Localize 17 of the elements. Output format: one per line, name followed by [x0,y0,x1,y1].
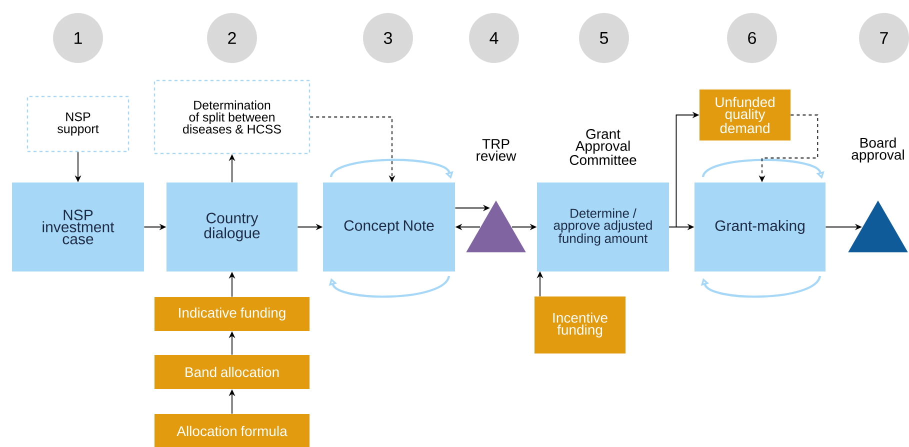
input-box: Unfunded quality demand [700,90,791,140]
input-box: Allocation formula [154,414,310,447]
process-box: Concept Note [323,182,455,272]
node-caption: Grant Approval Committee [570,129,636,165]
process-box: Grant-making [694,182,826,272]
dashed-box: NSP support [26,96,130,152]
review-triangle [466,200,526,252]
node-caption: Board approval [852,137,904,163]
input-box: Incentive funding [534,296,626,354]
input-box: Indicative funding [154,297,310,331]
process-box: Country dialogue [166,182,298,272]
process-box: NSP investment case [12,182,144,272]
dashed-box: Determination of split between diseases & HCSS [154,80,310,154]
input-box: Band allocation [154,355,310,389]
approval-triangle [848,200,908,252]
process-box: Determine / approve adjusted funding amount [537,182,669,272]
node-caption: TRP review [476,139,516,161]
